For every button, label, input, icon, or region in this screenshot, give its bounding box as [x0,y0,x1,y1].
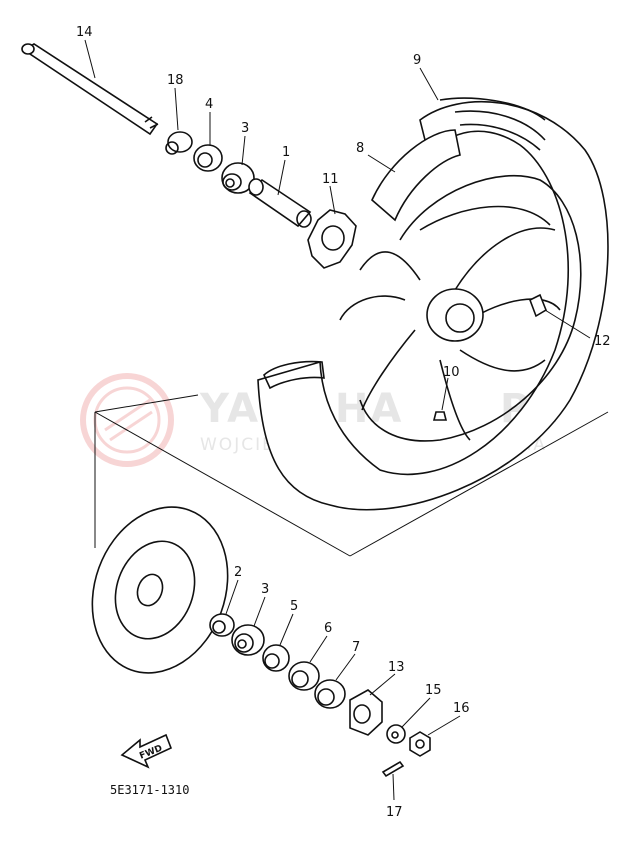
callout-13: 13 [388,660,405,675]
part-14-axle [21,43,159,136]
callout-10: 10 [443,365,460,380]
callout-4: 4 [205,97,213,112]
part-13-speedometer-gear [349,689,383,736]
part-18-collar [165,131,193,155]
callout-18: 18 [167,73,184,88]
part-5-circlip [262,644,290,672]
callout-7: 7 [352,640,360,655]
part-15-washer [386,724,406,744]
part-7-collar [314,679,346,709]
part-8-tube [371,129,461,222]
part-9-tire [257,97,609,511]
callout-15: 15 [425,683,442,698]
callout-3-bottom: 3 [261,582,269,597]
brake-disc [91,506,229,674]
callout-8: 8 [356,141,364,156]
callout-11: 11 [322,172,339,187]
callout-6: 6 [324,621,332,636]
part-4-oil-seal [193,144,223,172]
diagram-code: 5E3171-1310 [110,783,189,797]
callout-2: 2 [234,565,242,580]
part-1-spacer [248,178,312,228]
wheel-rim-and-spokes [339,174,582,442]
part-6-oil-seal [288,661,320,691]
callout-3-top: 3 [241,121,249,136]
callout-16: 16 [453,701,470,716]
part-12-valve [528,293,547,318]
part-17-cotter-pin [381,760,405,778]
leader-lines [84,39,591,801]
part-16-nut [409,731,431,757]
callout-14: 14 [76,25,93,40]
callouts: 14 18 4 3 1 11 8 9 12 10 2 3 5 6 7 13 15… [76,25,611,820]
part-3-bearing-bottom [231,624,265,656]
part-10-screw [432,411,448,421]
brake-disc-plane [94,394,609,557]
callout-9: 9 [413,53,421,68]
watermark-logo [80,373,174,467]
callout-1: 1 [282,145,290,160]
fwd-arrow-icon: FWD [120,733,173,769]
part-3-bearing-top [221,162,255,194]
part-11-clutch [307,209,357,269]
callout-12: 12 [594,334,611,349]
callout-5: 5 [290,599,298,614]
part-2-oil-seal [209,613,235,637]
callout-17: 17 [386,805,403,820]
